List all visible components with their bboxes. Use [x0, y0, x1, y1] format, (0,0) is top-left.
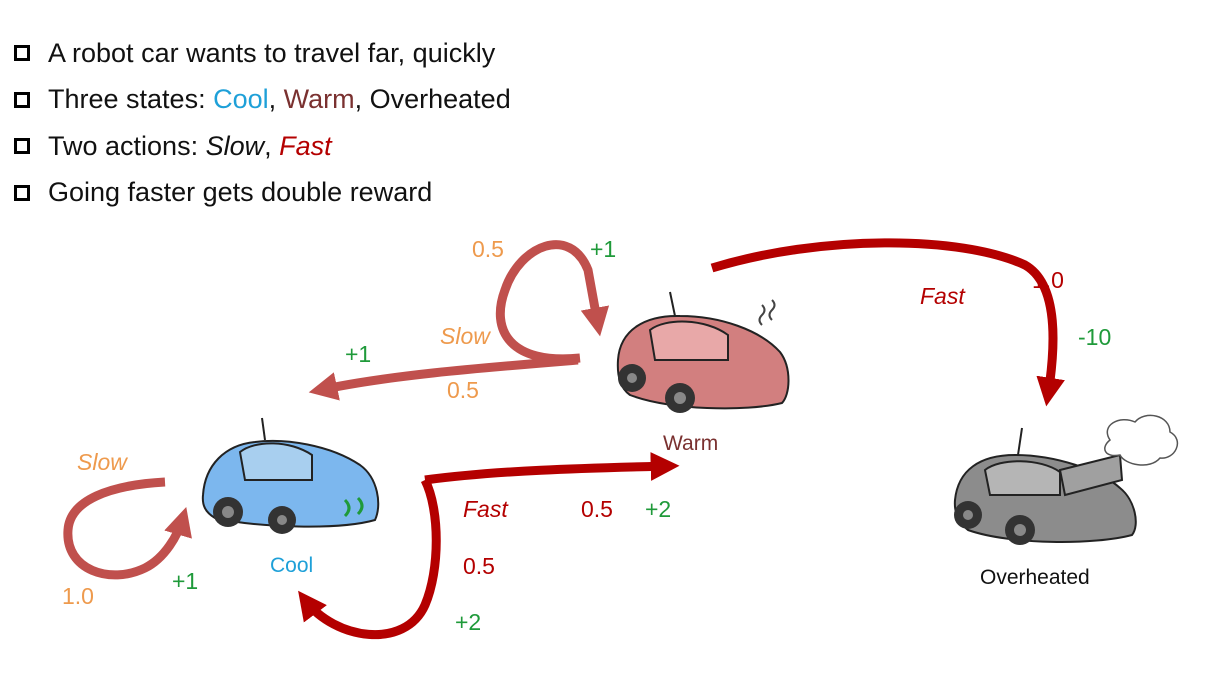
action-fast-text: Fast: [279, 130, 332, 161]
action-label: Slow: [440, 323, 491, 349]
bullet-list: A robot car wants to travel far, quickly…: [14, 30, 511, 216]
prob-label: 1.0: [62, 583, 94, 609]
reward-label: +1: [345, 341, 371, 367]
checkbox-icon: [14, 184, 30, 201]
state-overheated-label: Overheated: [980, 566, 1090, 589]
prob-label: 0.5: [581, 496, 613, 522]
bullet-item: Two actions: Slow, Fast: [14, 123, 511, 170]
reward-label: +2: [645, 496, 671, 522]
bullet-prefix: Two actions:: [48, 130, 206, 161]
cool-car-icon: [201, 417, 380, 534]
bullet-text: Going faster gets double reward: [48, 177, 433, 208]
prob-label: 0.5: [472, 236, 504, 262]
prob-label: 0.5: [463, 553, 495, 579]
arrow-warm-self-loop: [495, 240, 610, 364]
arrow-warm-fast-to-overheated: [710, 238, 1065, 407]
arrow-cool-fast-to-warm: [424, 452, 680, 485]
bullet-prefix: Three states:: [48, 84, 214, 115]
state-warm-text: Warm: [283, 84, 355, 115]
state-warm-label: Warm: [663, 432, 718, 455]
separator: ,: [268, 84, 284, 115]
state-cool-text: Cool: [213, 84, 269, 115]
arrow-cool-slow-self-loop: [63, 477, 192, 580]
checkbox-icon: [14, 138, 30, 155]
overheated-car-icon: [953, 414, 1179, 545]
arrow-warm-slow-to-cool: [308, 355, 579, 401]
action-label: Fast: [920, 283, 966, 309]
prob-label: 0.5: [447, 377, 479, 403]
action-slow-text: Slow: [205, 130, 265, 161]
checkbox-icon: [14, 45, 30, 62]
reward-label: +1: [590, 236, 616, 262]
reward-label: +2: [455, 609, 481, 635]
separator: ,: [354, 84, 370, 115]
bullet-item: A robot car wants to travel far, quickly: [14, 30, 511, 77]
arrow-cool-fast-self: [298, 477, 441, 640]
warm-car-icon: [616, 291, 790, 413]
checkbox-icon: [14, 91, 30, 108]
state-overheated-text: Overheated: [369, 84, 511, 115]
action-label: Slow: [77, 449, 128, 475]
bullet-item: Going faster gets double reward: [14, 170, 511, 217]
bullet-text: A robot car wants to travel far, quickly: [48, 37, 496, 68]
state-cool-label: Cool: [270, 554, 313, 577]
prob-label: 1.0: [1032, 267, 1064, 293]
reward-label: -10: [1078, 324, 1111, 350]
action-label: Fast: [463, 496, 509, 522]
bullet-item: Three states: Cool, Warm, Overheated: [14, 77, 511, 124]
reward-label: +1: [172, 568, 198, 594]
separator: ,: [264, 130, 280, 161]
